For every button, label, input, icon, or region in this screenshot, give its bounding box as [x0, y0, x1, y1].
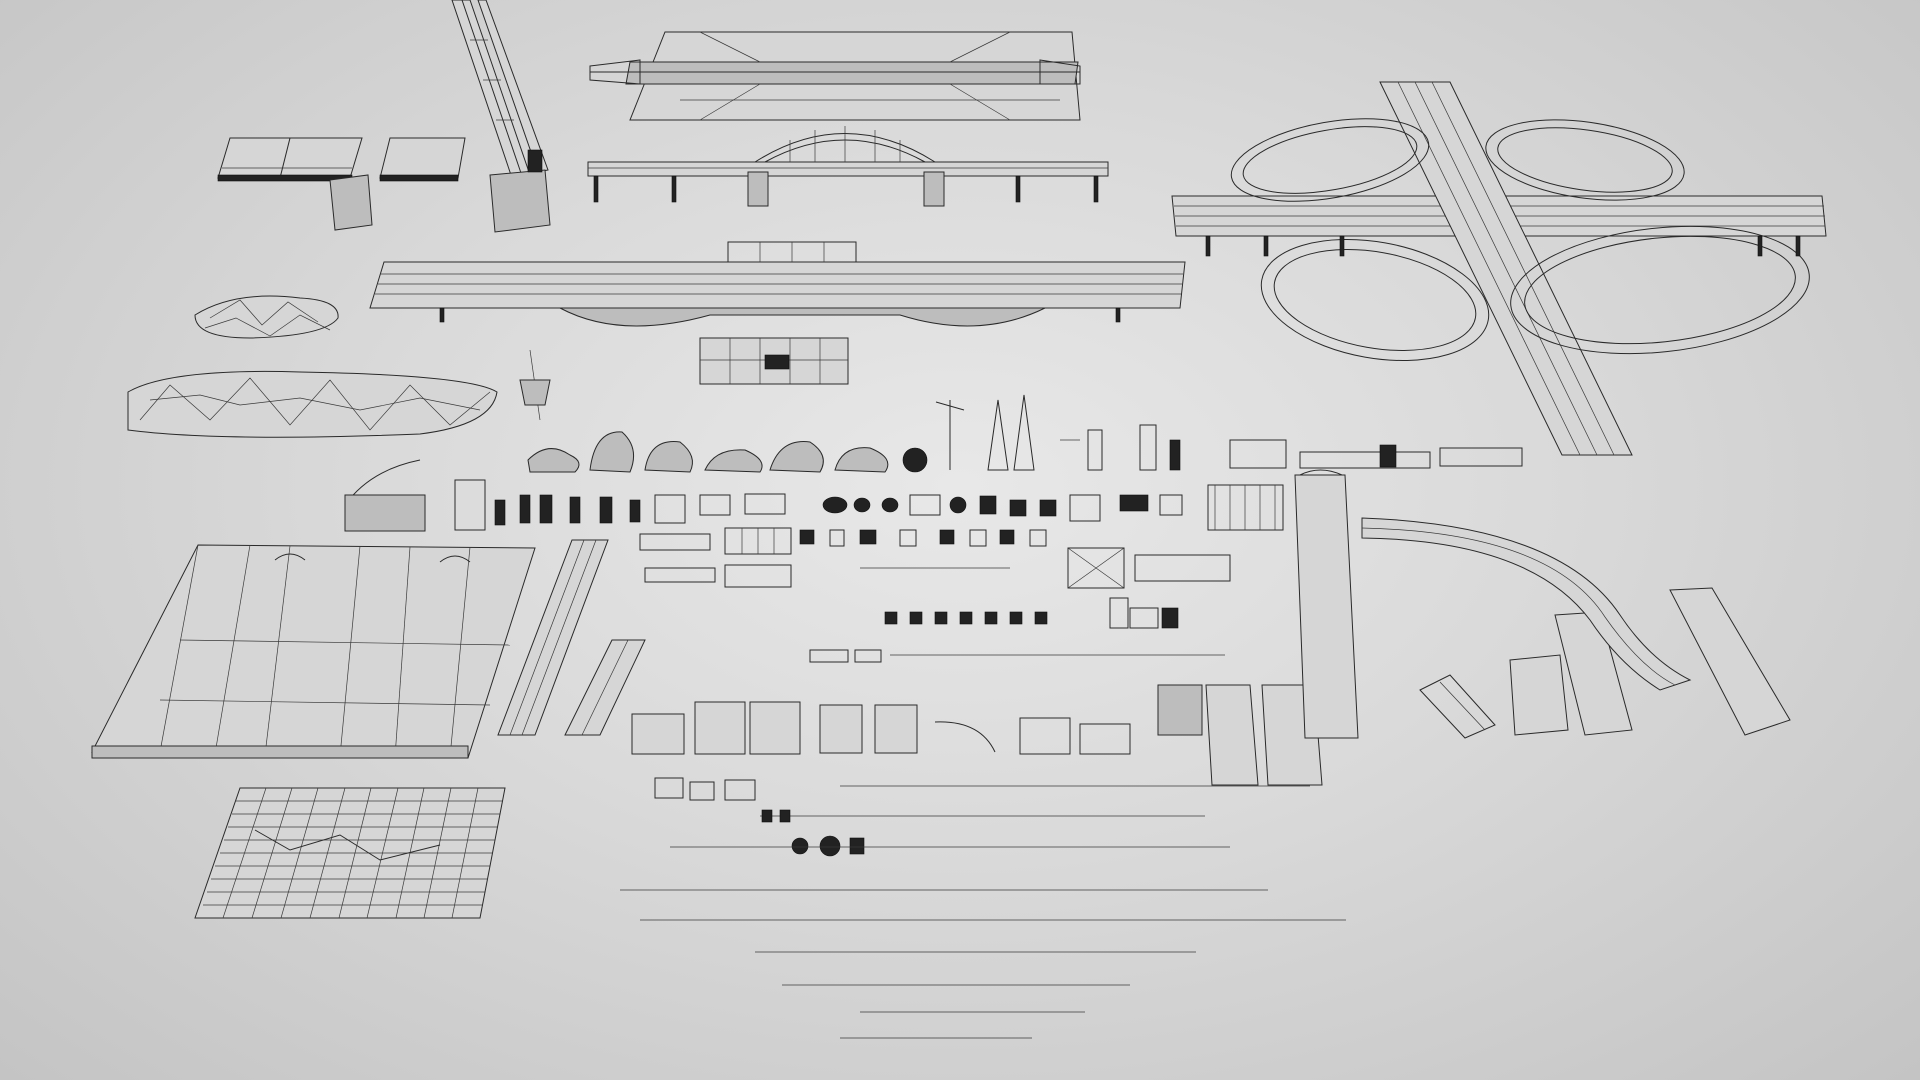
pier-decks — [217, 137, 466, 231]
curved-road — [1361, 517, 1692, 691]
tile-grid — [194, 787, 506, 919]
road-segments — [497, 539, 1131, 755]
road-plaza — [91, 544, 536, 759]
arch-bridge — [587, 126, 1109, 207]
terrain-meshes — [127, 295, 551, 438]
small-props-rows — [620, 777, 1346, 1039]
props-rows — [344, 459, 1284, 663]
stadium-bridge — [589, 31, 1081, 121]
towers-row — [935, 394, 1523, 471]
tunnel-pieces — [1157, 469, 1791, 786]
suspension-tower — [451, 0, 551, 233]
rocks-row — [527, 431, 928, 473]
cloverleaf-interchange — [1171, 81, 1827, 456]
elevated-station — [369, 241, 1186, 385]
